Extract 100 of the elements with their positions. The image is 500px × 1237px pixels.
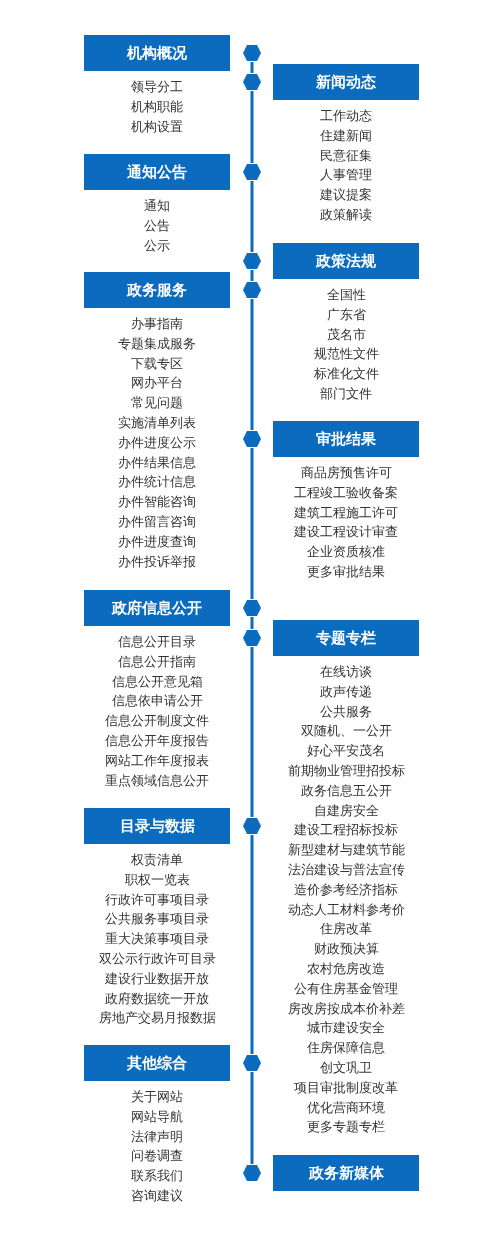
menu-item: 建设行业数据开放 [105,969,209,988]
menu-item: 信息公开年度报告 [105,732,209,750]
menu-item: 公共服务事项目录 [105,910,209,929]
menu-item: 工作动态 [320,107,372,125]
hexagon-marker [242,430,262,448]
menu-item: 建筑工程施工许可 [294,503,398,522]
menu-item: 工程竣工验收备案 [294,483,398,502]
menu-item: 创文巩卫 [320,1059,372,1077]
menu-item: 建议提案 [320,186,372,205]
menu-item: 公有住房基金管理 [294,979,398,998]
timeline-line [250,91,254,163]
menu-item: 办件结果信息 [118,453,196,472]
menu-item: 房改房按成本价补差 [287,999,405,1018]
menu-item: 职权一览表 [124,870,190,889]
section-header: 通知公告 [84,154,230,190]
section-header: 政务服务 [84,272,230,308]
menu-item: 咨询建议 [131,1187,183,1205]
menu-item: 部门文件 [320,385,372,403]
menu-item: 公共服务 [320,702,372,721]
menu-item: 联系我们 [131,1167,183,1186]
menu-item: 政策解读 [320,206,372,224]
menu-item: 办件统计信息 [118,473,196,492]
timeline-line [250,62,254,73]
menu-item: 优化营商环境 [307,1098,385,1117]
timeline-line [250,270,254,281]
hexagon-marker [242,599,262,617]
menu-item: 农村危房改造 [307,960,385,978]
timeline-line [250,1072,254,1164]
menu-item: 下载专区 [131,354,183,373]
menu-item: 建设工程招标投标 [294,821,398,840]
section-header: 机构概况 [84,35,230,71]
menu-item: 办事指南 [131,315,183,333]
hexagon-marker [242,163,262,181]
menu-item: 网站工作年度报表 [105,751,209,770]
menu-item: 机构职能 [131,97,183,116]
menu-item: 重大决策事项目录 [105,930,209,949]
menu-item: 前期物业管理招投标 [287,762,405,780]
menu-item: 规范性文件 [313,345,379,364]
menu-item: 动态人工材料参考价 [287,900,405,919]
timeline-line [250,181,254,252]
hexagon-marker [242,1054,262,1072]
menu-item: 网办平台 [131,374,183,393]
menu-item: 办件智能咨询 [118,493,196,512]
menu-item: 专题集成服务 [118,334,196,353]
timeline-line [250,835,254,1054]
section-header: 政府信息公开 [84,590,230,626]
menu-item: 网站导航 [131,1107,183,1126]
menu-item: 民意征集 [320,146,372,165]
section-header: 政务新媒体 [273,1155,419,1191]
menu-item: 领导分工 [131,78,183,96]
menu-item: 常见问题 [131,394,183,413]
menu-item: 企业资质核准 [307,543,385,562]
menu-item: 新型建材与建筑节能 [287,841,405,860]
menu-item: 建设工程设计审查 [294,523,398,542]
menu-item: 行政许可事项目录 [105,890,209,909]
section-header: 目录与数据 [84,808,230,844]
menu-item: 关于网站 [131,1088,183,1106]
menu-item: 住建新闻 [320,126,372,145]
menu-item: 在线访谈 [320,663,372,681]
section-header: 政策法规 [273,243,419,279]
menu-item: 财政预决算 [313,940,379,959]
menu-item: 房地产交易月报数据 [98,1009,216,1028]
section-header: 审批结果 [273,421,419,457]
menu-item: 办件留言咨询 [118,513,196,531]
menu-item: 标准化文件 [313,365,379,384]
menu-item: 茂名市 [326,325,366,344]
hexagon-marker [242,73,262,91]
menu-item: 法治建设与普法宣传 [287,861,405,879]
menu-item: 办件投诉举报 [118,552,196,571]
menu-item: 信息依申请公开 [111,692,203,711]
menu-item: 广东省 [326,305,366,324]
hexagon-marker [242,252,262,270]
hexagon-marker [242,817,262,835]
menu-item: 通知 [144,197,170,215]
menu-item: 信息公开意见箱 [111,672,203,691]
menu-item: 公告 [144,216,170,235]
menu-item: 全国性 [326,286,366,304]
menu-item: 人事管理 [320,166,372,185]
section-header: 其他综合 [84,1045,230,1081]
menu-item: 住房改革 [320,920,372,939]
menu-item: 信息公开制度文件 [105,712,209,731]
menu-item: 造价参考经济指标 [294,880,398,899]
hexagon-marker [242,44,262,62]
menu-item: 政府数据统一开放 [105,989,209,1008]
menu-item: 自建房安全 [313,801,379,820]
menu-item: 政声传递 [320,682,372,701]
menu-item: 政务信息五公开 [300,781,392,800]
timeline-line [250,448,254,599]
menu-item: 公示 [144,236,170,255]
menu-item: 住房保障信息 [307,1039,385,1058]
menu-item: 实施清单列表 [118,414,196,432]
menu-item: 法律声明 [131,1127,183,1146]
timeline-line [250,617,254,629]
menu-item: 信息公开目录 [118,633,196,651]
menu-item: 重点领域信息公开 [105,771,209,790]
menu-item: 项目审批制度改革 [294,1078,398,1097]
timeline-line [250,299,254,430]
hexagon-marker [242,1164,262,1182]
section-header: 专题专栏 [273,620,419,656]
menu-item: 信息公开指南 [118,652,196,671]
